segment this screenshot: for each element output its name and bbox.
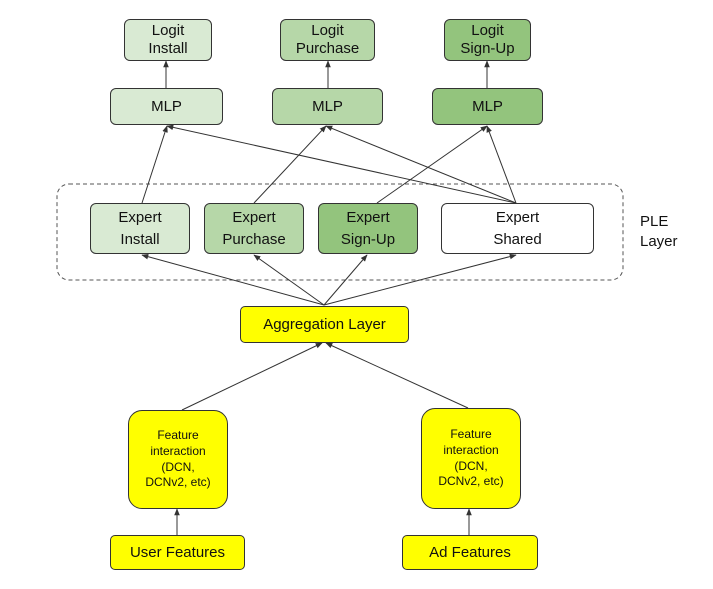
logit-install-line1: Logit <box>151 22 185 39</box>
expert-signup-line1: Expert <box>346 208 390 226</box>
expert-shared-box: Expert Shared <box>441 203 594 254</box>
mlp-install-label: MLP <box>151 97 182 115</box>
mlp-purchase-box: MLP <box>272 88 383 125</box>
arrow-expert-purchase-to-mlp-purchase <box>253 125 327 204</box>
expert-purchase-box: Expert Purchase <box>204 203 304 254</box>
expert-install-box: Expert Install <box>90 203 190 254</box>
fi-ad-line1: Feature <box>450 426 492 441</box>
arrow-ad-interaction-to-aggregation <box>325 342 469 409</box>
arrow-expert-install-to-mlp-install <box>141 125 168 204</box>
feature-interaction-ad-box: Feature interaction (DCN, DCNv2, etc) <box>421 408 521 509</box>
mlp-signup-box: MLP <box>432 88 543 125</box>
mlp-purchase-label: MLP <box>312 97 343 115</box>
ple-label-line2: Layer <box>640 232 678 250</box>
logit-signup-box: Logit Sign-Up <box>444 19 531 61</box>
mlp-install-box: MLP <box>110 88 223 125</box>
logit-purchase-box: Logit Purchase <box>280 19 375 61</box>
arrow-aggregation-to-expert-purchase <box>253 254 325 306</box>
fi-user-line3: (DCN, <box>161 459 195 474</box>
fi-user-line1: Feature <box>157 427 199 442</box>
arrow-expert-shared-to-mlp-purchase <box>325 125 517 204</box>
user-features-label: User Features <box>129 543 226 561</box>
arrow-aggregation-to-expert-install <box>141 253 325 306</box>
ple-layer-region <box>56 183 624 281</box>
ad-features-label: Ad Features <box>429 543 511 561</box>
aggregation-layer-box: Aggregation Layer <box>240 306 409 343</box>
logit-purchase-line1: Logit <box>311 22 344 39</box>
logit-purchase-line2: Purchase <box>295 40 360 57</box>
logit-signup-line1: Logit <box>471 22 504 39</box>
expert-install-line2: Install <box>120 230 160 248</box>
arrow-expert-shared-to-mlp-install <box>166 124 517 204</box>
fi-user-line2: interaction <box>150 443 206 458</box>
arrow-user-interaction-to-aggregation <box>181 342 323 411</box>
fi-ad-line2: interaction <box>443 442 499 457</box>
fi-ad-line3: (DCN, <box>454 458 488 473</box>
feature-interaction-user-box: Feature interaction (DCN, DCNv2, etc) <box>128 410 228 509</box>
ple-label-line1: PLE <box>640 213 669 230</box>
expert-shared-line2: Shared <box>493 230 542 248</box>
expert-install-line1: Expert <box>118 208 162 226</box>
arrow-aggregation-to-expert-shared <box>323 253 517 306</box>
fi-ad-line4: DCNv2, etc) <box>438 474 504 489</box>
arrow-expert-signup-to-mlp-signup <box>376 125 488 204</box>
logit-install-line2: Install <box>148 40 188 57</box>
logit-signup-line2: Sign-Up <box>460 40 515 57</box>
ple-layer-label: PLE Layer <box>640 212 678 251</box>
expert-purchase-line2: Purchase <box>222 230 286 248</box>
mlp-signup-label: MLP <box>472 97 503 115</box>
arrow-expert-shared-to-mlp-signup <box>486 125 517 204</box>
ad-features-box: Ad Features <box>402 535 538 570</box>
fi-user-line4: DCNv2, etc) <box>145 475 211 490</box>
expert-purchase-line1: Expert <box>232 208 276 226</box>
arrow-aggregation-to-expert-signup <box>323 254 368 306</box>
logit-install-box: Logit Install <box>124 19 212 61</box>
expert-signup-line2: Sign-Up <box>340 230 396 248</box>
expert-shared-line1: Expert <box>495 208 540 226</box>
aggregation-layer-label: Aggregation Layer <box>263 315 386 333</box>
expert-signup-box: Expert Sign-Up <box>318 203 418 254</box>
user-features-box: User Features <box>110 535 245 570</box>
